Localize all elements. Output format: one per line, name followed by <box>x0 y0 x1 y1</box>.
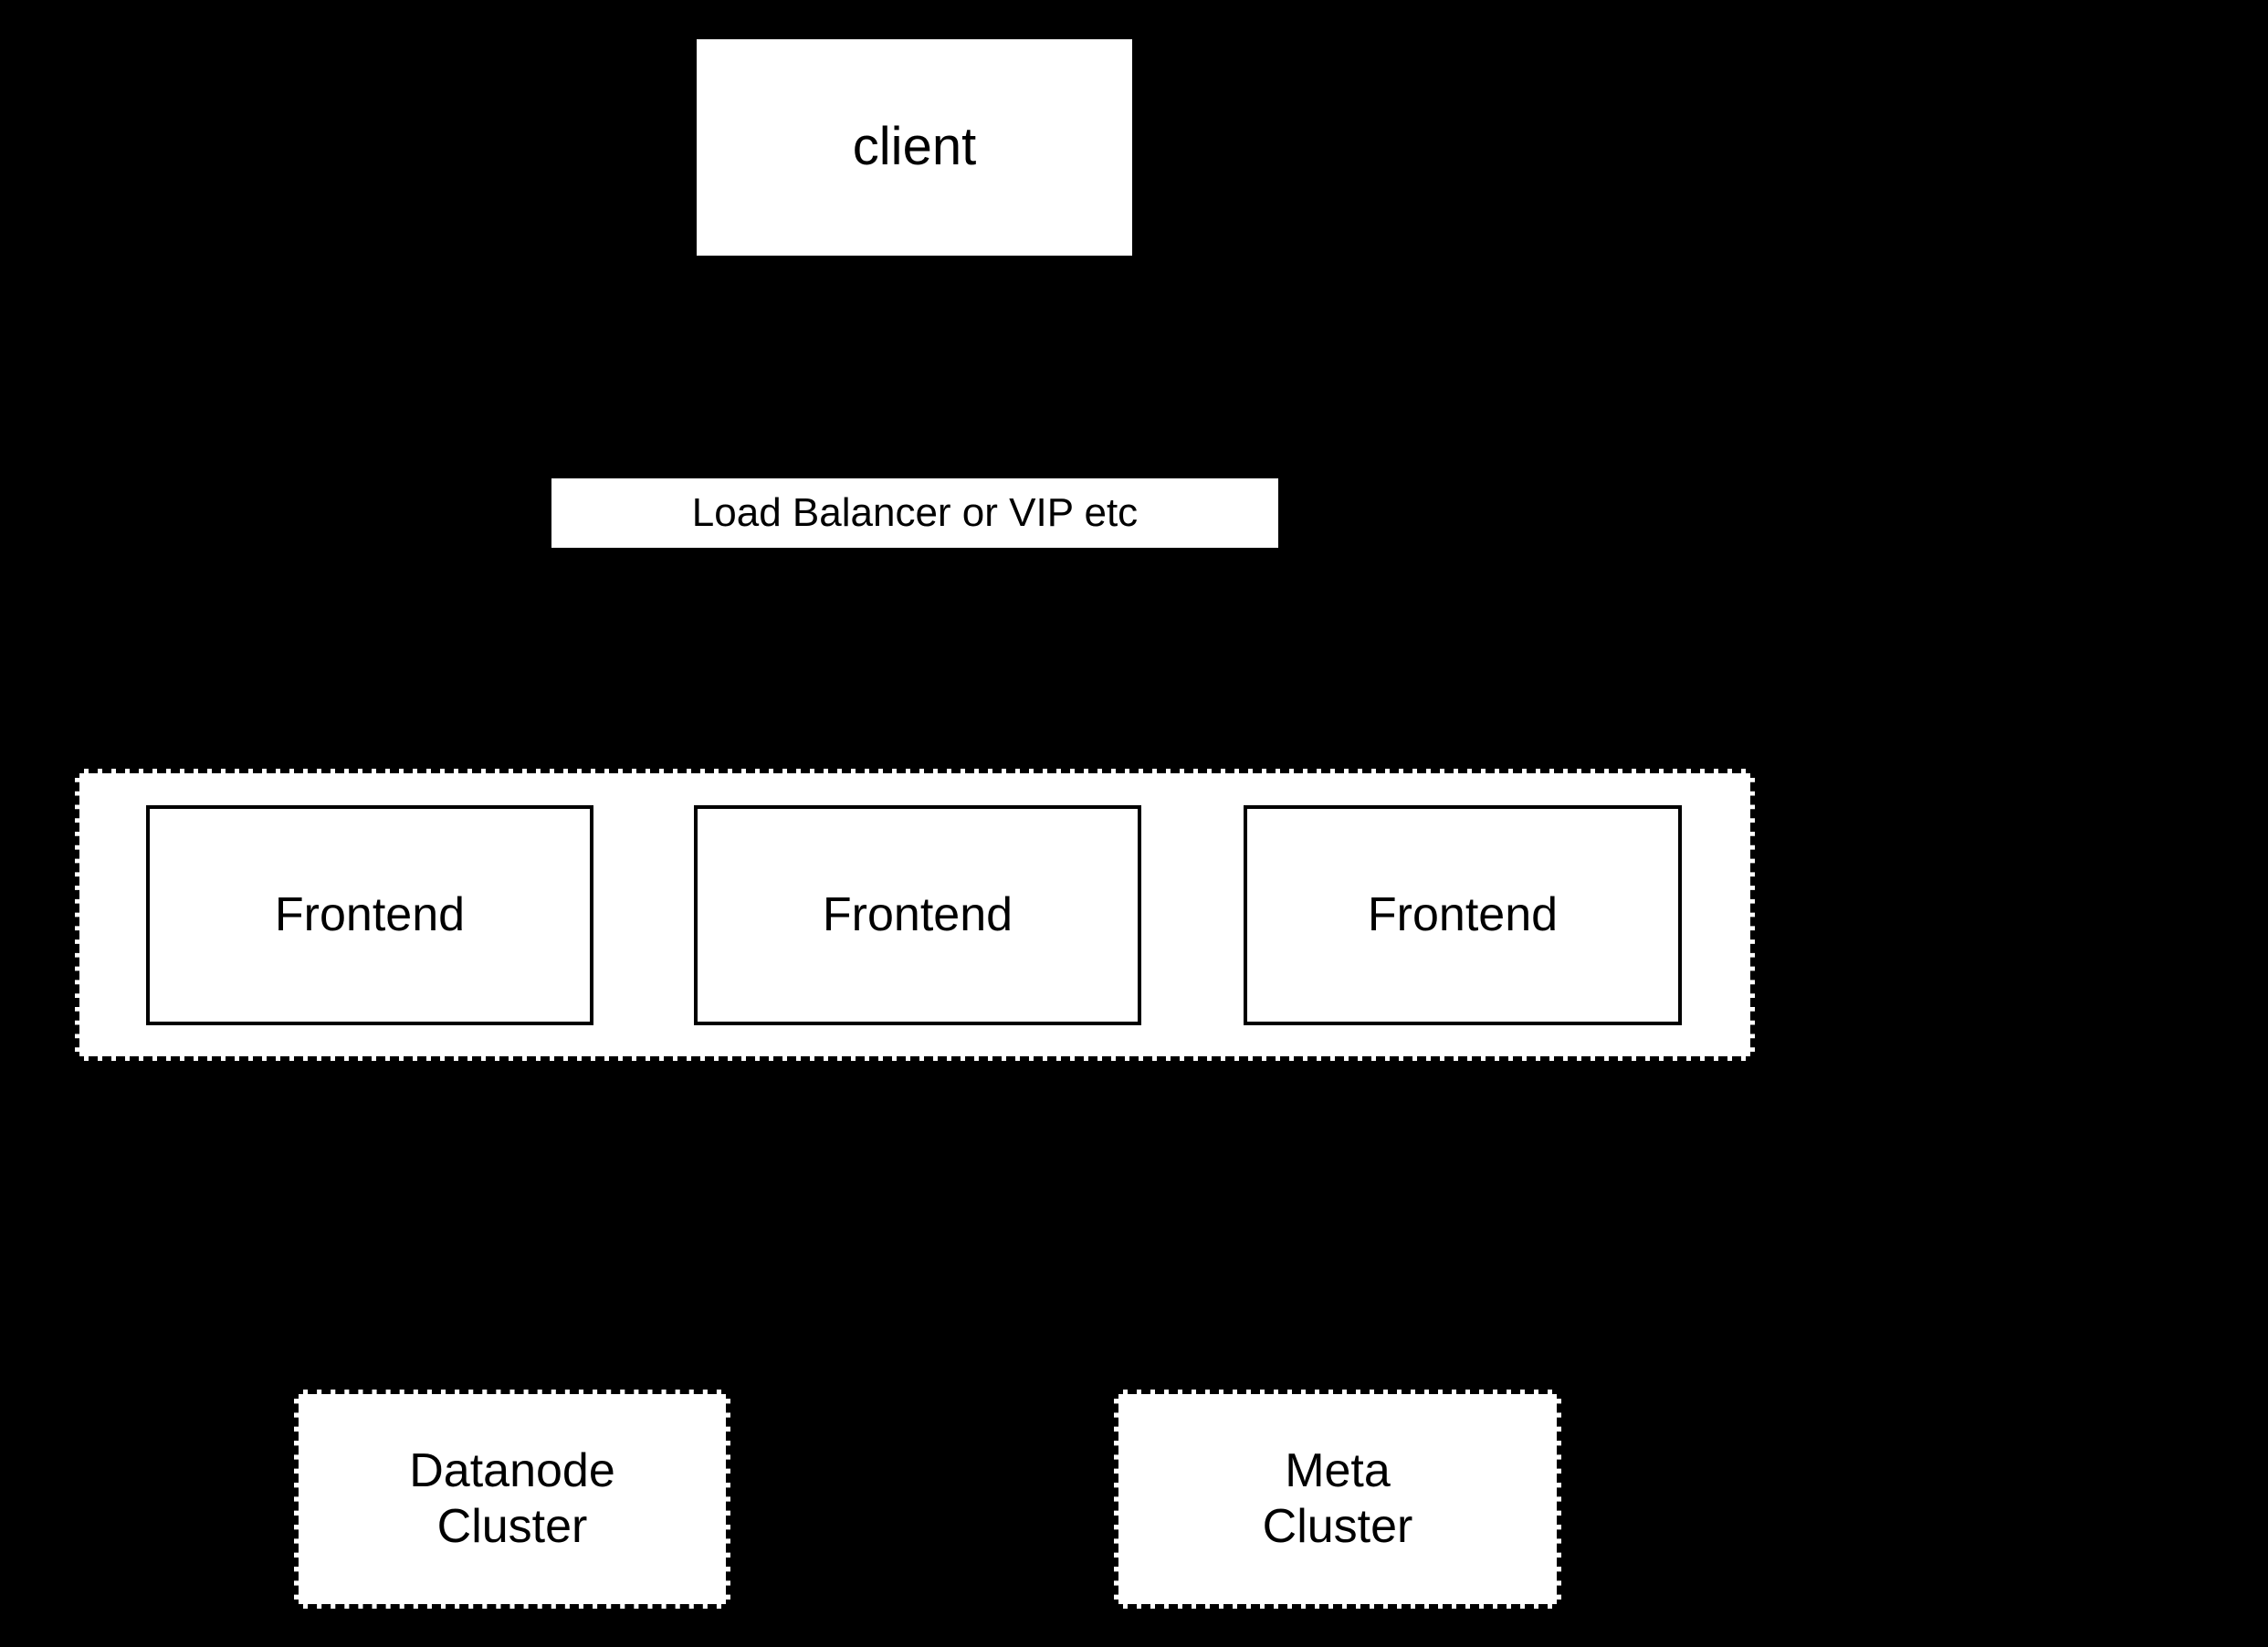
node-client-label: client <box>852 117 977 177</box>
node-frontend-2[interactable]: Frontend <box>694 805 1141 1025</box>
node-frontend-3-label: Frontend <box>1367 887 1559 941</box>
node-datanode-cluster-label: Datanode Cluster <box>409 1443 615 1553</box>
node-load-balancer[interactable]: Load Balancer or VIP etc <box>551 478 1278 548</box>
node-frontend-1-label: Frontend <box>274 887 466 941</box>
node-frontend-1[interactable]: Frontend <box>146 805 593 1025</box>
node-load-balancer-label: Load Balancer or VIP etc <box>691 490 1139 536</box>
node-datanode-cluster[interactable]: Datanode Cluster <box>294 1390 730 1609</box>
node-meta-cluster-label: Meta Cluster <box>1262 1443 1413 1553</box>
node-client[interactable]: client <box>697 39 1132 256</box>
node-meta-cluster[interactable]: Meta Cluster <box>1114 1390 1561 1609</box>
node-frontend-3[interactable]: Frontend <box>1244 805 1682 1025</box>
node-frontend-2-label: Frontend <box>822 887 1013 941</box>
